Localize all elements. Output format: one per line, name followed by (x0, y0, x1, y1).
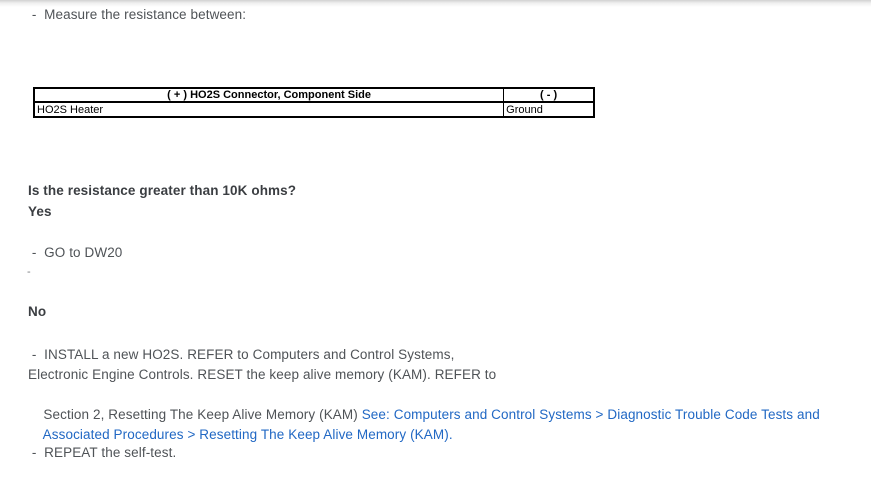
no-action-line-3: Section 2, Resetting The Keep Alive Memo… (28, 385, 820, 422)
no-action-line-4: Associated Procedures > Resetting The Ke… (28, 405, 453, 442)
no-label: No (28, 304, 47, 319)
table-cell-ho2s-heater: HO2S Heater (33, 101, 505, 118)
table-header-positive: ( + ) HO2S Connector, Component Side (33, 87, 505, 103)
ho2s-connector-table: ( + ) HO2S Connector, Component Side ( -… (33, 87, 595, 118)
kam-reference-text: Section 2, Resetting The Keep Alive Memo… (43, 407, 362, 422)
question-heading: Is the resistance greater than 10K ohms? (28, 183, 297, 198)
see-reference-link-part1[interactable]: See: Computers and Control Systems > Dia… (361, 407, 820, 422)
yes-label: Yes (28, 204, 52, 219)
measure-instruction-bullet: - Measure the resistance between: (28, 7, 247, 22)
table-header-row: ( + ) HO2S Connector, Component Side ( -… (33, 87, 595, 103)
no-action-line-2: Electronic Engine Controls. RESET the ke… (28, 367, 497, 382)
repeat-selftest-bullet: - REPEAT the self-test. (28, 445, 177, 460)
table-cell-ground: Ground (503, 101, 595, 118)
stray-dash-mark: - (27, 266, 31, 278)
no-action-line-1: - INSTALL a new HO2S. REFER to Computers… (28, 347, 455, 362)
table-row: HO2S Heater Ground (33, 101, 595, 118)
yes-action-bullet: - GO to DW20 (28, 245, 123, 260)
see-reference-link-part2[interactable]: Associated Procedures > Resetting The Ke… (42, 427, 453, 442)
toolbar-shadow (0, 0, 871, 7)
table-header-negative: ( - ) (503, 87, 595, 103)
